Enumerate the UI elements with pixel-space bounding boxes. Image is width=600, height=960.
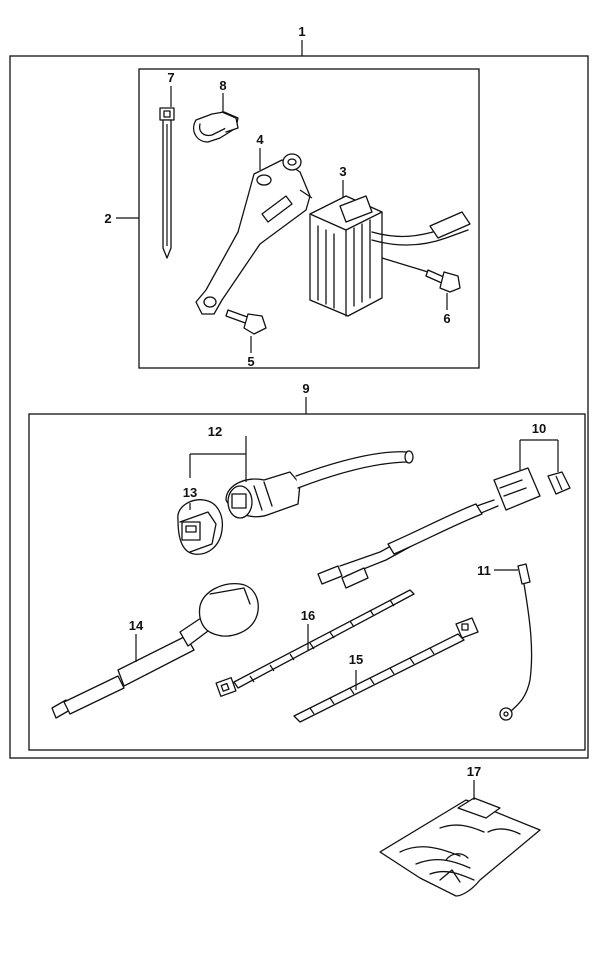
callout-4: 4 [256,132,264,147]
callout-8: 8 [219,78,226,93]
callout-5: 5 [247,354,254,369]
harness-kit-frame [28,413,586,751]
bolt-icon [225,309,267,335]
callout-14: 14 [129,618,144,633]
kit-frame [9,55,589,759]
callout-7: 7 [167,70,174,85]
cable-tie-icon [159,107,175,259]
cable-tie-icon [293,617,479,723]
bolt-icon [381,257,461,293]
coupler-cap-icon [177,499,224,555]
callout-16: 16 [301,608,315,623]
callout-17: 17 [467,764,481,779]
rectifier-icon [299,189,471,317]
callout-10: 10 [532,421,546,436]
callout-11: 11 [477,563,491,578]
connector-fuse-icon [317,467,571,589]
ground-wire-icon [499,563,533,721]
parts-bag-icon [379,797,541,897]
callout-9: 9 [302,381,309,396]
cable-tie-icon [215,589,415,697]
callout-3: 3 [339,164,346,179]
clamp-icon [193,111,239,143]
coupler-icon [225,450,414,519]
callout-15: 15 [349,652,363,667]
bracket-icon [195,153,311,315]
callout-13: 13 [183,485,197,500]
lead-wire-icon [51,583,259,719]
rectifier-kit-frame [138,68,480,369]
callout-12: 12 [208,424,222,439]
callout-6: 6 [443,311,450,326]
callout-1: 1 [298,24,305,39]
callout-2: 2 [104,211,111,226]
